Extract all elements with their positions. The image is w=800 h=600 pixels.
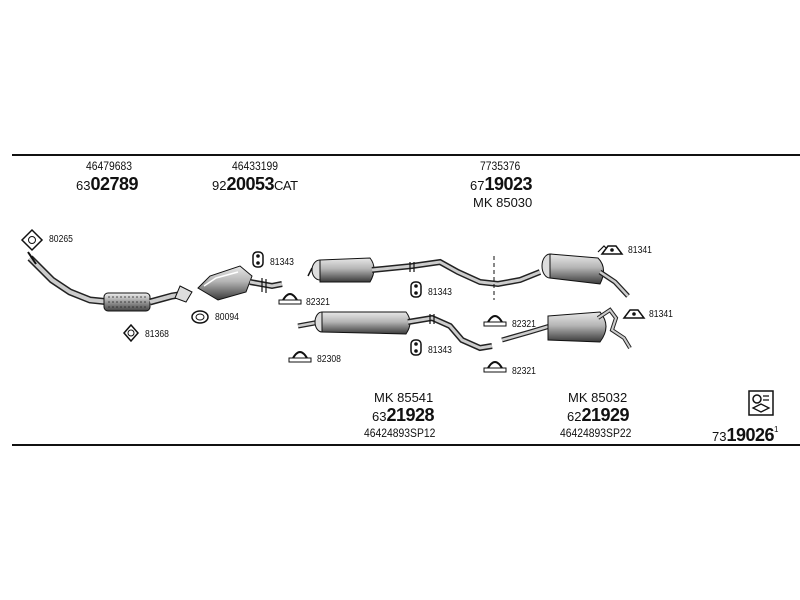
part-number-small: 46424893SP22 [560, 428, 632, 440]
part-number-main: 6719023 [470, 174, 533, 195]
part-number-bold: 21929 [581, 405, 630, 425]
part-label: 82321 [306, 297, 330, 308]
front-pipe [27, 251, 193, 312]
part-number-small: 7735376 [480, 161, 521, 173]
part-label: 82321 [512, 319, 536, 330]
rubber-hanger-icon [410, 339, 422, 356]
part-label: 81343 [270, 257, 294, 268]
gasket-icon [20, 228, 44, 252]
gasket-icon [123, 323, 139, 343]
corner-part-number: 73190261 [712, 425, 778, 446]
part-number-prefix: 63 [76, 178, 91, 193]
part-label: 80094 [215, 312, 239, 323]
part-number-bold: 02789 [90, 174, 139, 194]
pipe-clamp-icon [483, 361, 507, 373]
part-label: 81341 [649, 309, 673, 320]
part-label: 82321 [512, 366, 536, 377]
kit-number: MK 85541 [374, 390, 434, 405]
pipe-clamp-icon [288, 351, 312, 363]
part-number-suffix: CAT [274, 178, 298, 193]
middle-silencer-lower [297, 311, 493, 352]
part-label: 81341 [628, 245, 652, 256]
rear-silencer-upper [541, 245, 630, 298]
part-number-prefix: 67 [470, 178, 485, 193]
gasket-ring-icon [191, 310, 209, 324]
kit-number: MK 85032 [568, 390, 628, 405]
brand-logo-icon [748, 390, 774, 416]
part-number-bold: 20053 [226, 174, 275, 194]
part-number-bold: 19023 [484, 174, 533, 194]
part-number-prefix: 92 [212, 178, 227, 193]
part-number-small: 46424893SP12 [364, 428, 436, 440]
rear-silencer-lower [501, 307, 632, 350]
part-label: 81343 [428, 345, 452, 356]
bottom-rule [12, 444, 800, 446]
part-number-main: 6221929 [567, 405, 630, 426]
pipe-clamp-icon [483, 315, 507, 327]
part-number-small: 46433199 [232, 161, 279, 173]
rubber-mount-icon [600, 245, 624, 255]
part-number-main: 6321928 [372, 405, 435, 426]
top-rule [12, 154, 800, 156]
rubber-mount-icon [622, 309, 646, 319]
part-number-prefix: 73 [712, 429, 727, 444]
part-number-bold: 21928 [386, 405, 435, 425]
part-number-superscript: 1 [774, 425, 778, 434]
pipe-clamp-icon [278, 293, 302, 305]
kit-number: MK 85030 [473, 195, 533, 210]
part-number-main: 9220053CAT [212, 174, 298, 195]
middle-silencer-upper [307, 256, 542, 300]
part-label: 81368 [145, 329, 169, 340]
part-label: 81343 [428, 287, 452, 298]
part-number-prefix: 63 [372, 409, 387, 424]
rubber-hanger-icon [410, 281, 422, 298]
part-label: 82308 [317, 354, 341, 365]
part-number-bold: 19026 [726, 425, 775, 445]
rubber-hanger-icon [252, 251, 264, 268]
catalytic-converter [197, 265, 283, 301]
part-number-small: 46479683 [86, 161, 133, 173]
part-number-main: 6302789 [76, 174, 139, 195]
part-label: 80265 [49, 234, 73, 245]
part-number-prefix: 62 [567, 409, 582, 424]
